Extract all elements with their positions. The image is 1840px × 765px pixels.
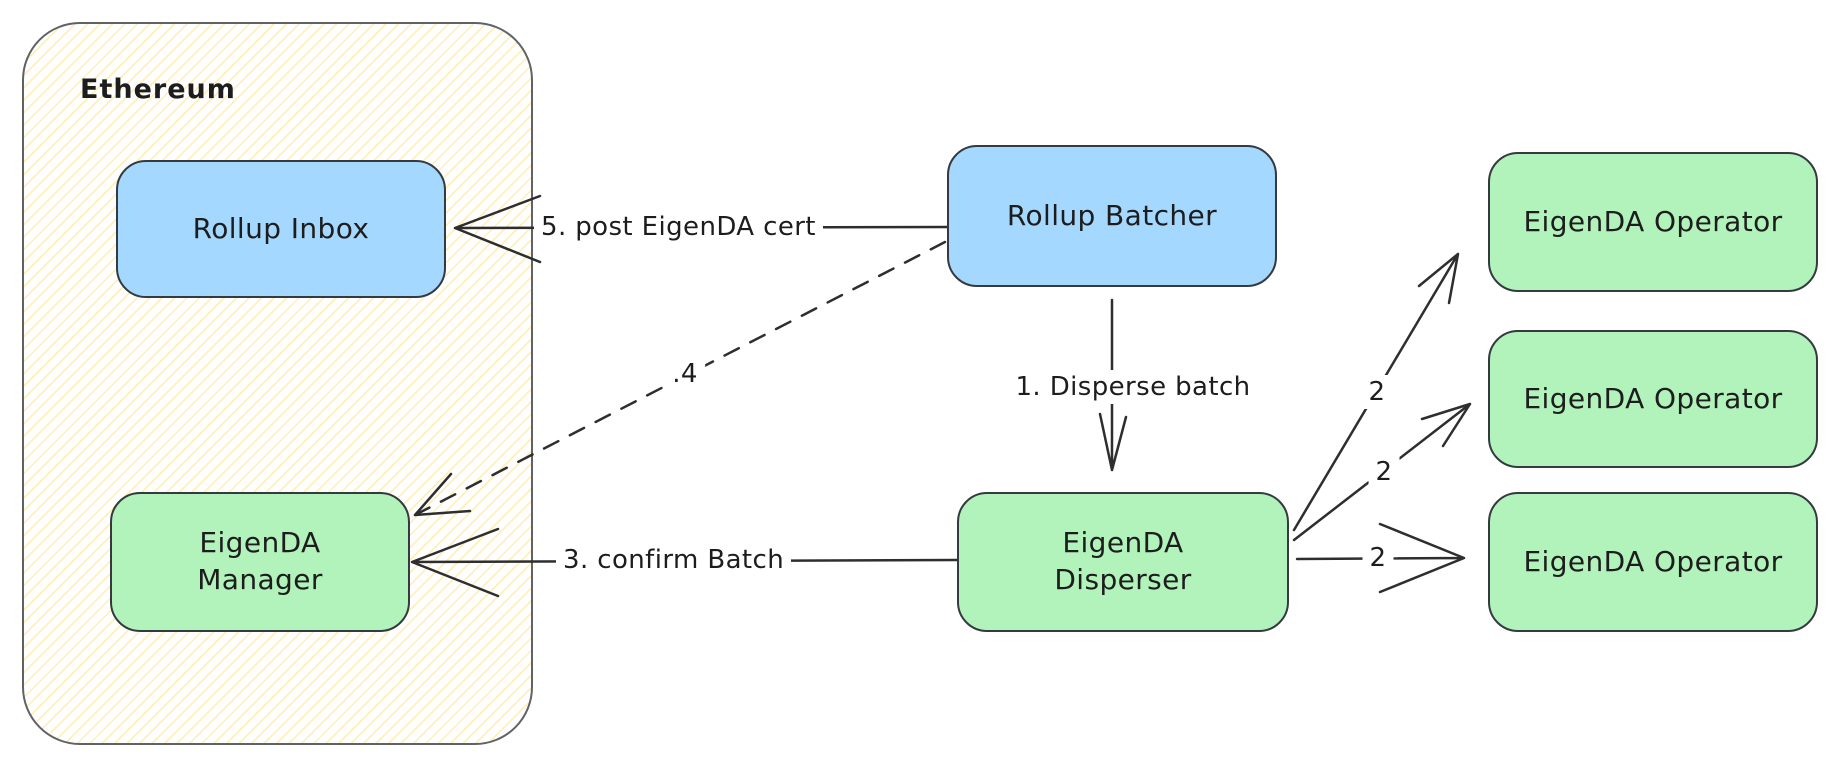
node-eigenda-disperser-label-line2: Disperser bbox=[1054, 563, 1192, 596]
node-eigenda-manager-label-line1: EigenDA bbox=[199, 526, 321, 560]
node-rollup-batcher-label: Rollup Batcher bbox=[1006, 198, 1218, 232]
node-eigenda-operator-1: EigenDA Operator bbox=[1488, 152, 1818, 292]
node-eigenda-manager: EigenDA Manager bbox=[110, 492, 410, 632]
ethereum-container: Ethereum bbox=[22, 22, 533, 745]
node-rollup-batcher: Rollup Batcher bbox=[947, 145, 1277, 287]
node-eigenda-disperser-label-line1: EigenDA bbox=[1062, 526, 1184, 560]
ethereum-container-label: Ethereum bbox=[80, 74, 236, 105]
node-eigenda-operator-2: EigenDA Operator bbox=[1488, 330, 1818, 468]
node-eigenda-operator-3: EigenDA Operator bbox=[1488, 492, 1818, 632]
node-eigenda-operator-3-label: EigenDA Operator bbox=[1523, 544, 1783, 578]
node-rollup-inbox-label: Rollup Inbox bbox=[192, 211, 370, 245]
node-eigenda-manager-label-line2: Manager bbox=[197, 563, 323, 596]
edge-label-to-operator-1: 2 bbox=[1361, 375, 1393, 409]
edge-label-post-cert: 5. post EigenDA cert bbox=[534, 210, 823, 244]
node-eigenda-operator-1-label: EigenDA Operator bbox=[1523, 204, 1783, 238]
edge-label-disperse-batch: 1. Disperse batch bbox=[1008, 370, 1258, 404]
edge-label-to-operator-2: 2 bbox=[1368, 455, 1400, 489]
edge-label-step-4: .4 bbox=[665, 357, 705, 391]
node-eigenda-disperser: EigenDA Disperser bbox=[957, 492, 1289, 632]
node-eigenda-operator-2-label: EigenDA Operator bbox=[1523, 381, 1783, 415]
edge-label-to-operator-3: 2 bbox=[1362, 541, 1394, 575]
node-rollup-inbox: Rollup Inbox bbox=[116, 160, 446, 298]
edge-label-confirm-batch: 3. confirm Batch bbox=[556, 543, 792, 577]
